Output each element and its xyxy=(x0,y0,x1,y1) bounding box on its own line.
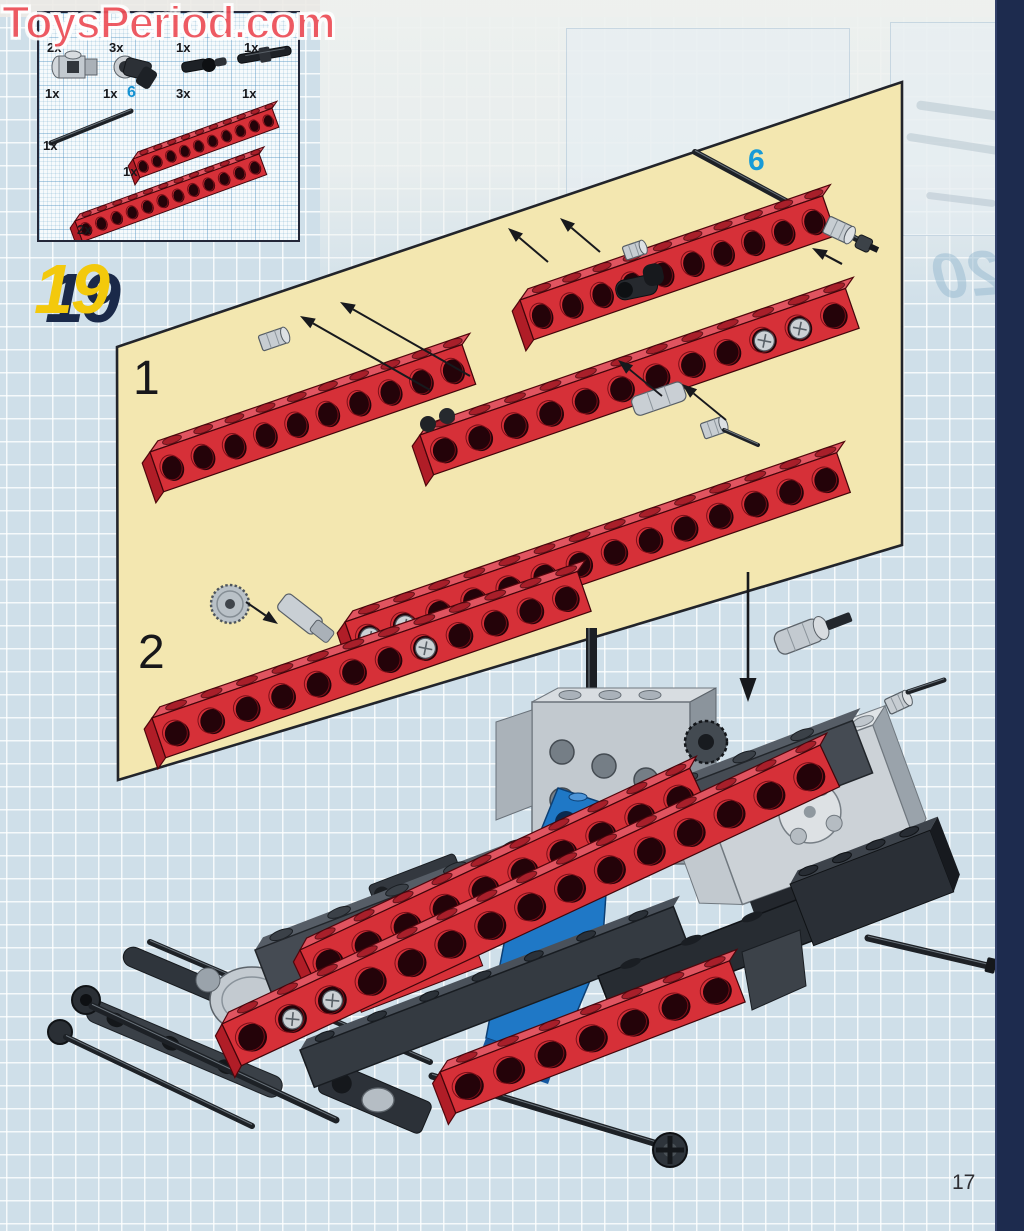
axle-length-badge: 6 xyxy=(748,144,765,177)
axle-bush xyxy=(822,216,856,245)
u-joint xyxy=(361,1087,395,1113)
axle-joiner xyxy=(631,381,687,416)
axle-bush xyxy=(257,326,291,352)
black-axle xyxy=(88,1002,340,1124)
axle-end-disc xyxy=(652,1132,688,1168)
page-edge-bar xyxy=(995,0,1024,1231)
assembly-arrow xyxy=(682,384,727,421)
dark-wedge xyxy=(741,929,807,1011)
part-brick-1x10 xyxy=(127,100,280,186)
substep-1-label: 1 xyxy=(133,352,160,405)
chassis-beam-dark xyxy=(299,895,689,1089)
assembly-arrow xyxy=(508,228,549,263)
brick-step2-a xyxy=(143,559,592,771)
black-axle xyxy=(864,934,992,970)
angle-connector xyxy=(277,593,335,643)
part-count: 1x xyxy=(242,86,257,101)
part-count: 1x xyxy=(123,164,138,179)
assembly-arrow xyxy=(300,316,431,391)
part-count: 1x xyxy=(103,86,118,101)
assembly-arrow xyxy=(618,360,663,397)
part-count: 2x xyxy=(77,222,92,237)
black-brick xyxy=(789,816,960,947)
ghost-box xyxy=(890,22,998,236)
page-number: 17 xyxy=(952,1171,976,1194)
part-count: 3x xyxy=(176,86,191,101)
axle-knob xyxy=(854,234,880,253)
part-count: 1x xyxy=(244,40,259,55)
red-beam-bottom xyxy=(431,948,746,1126)
part-cross-axle-joint xyxy=(51,50,98,79)
black-axle xyxy=(63,1034,255,1129)
part-count: 1x xyxy=(45,86,60,101)
substep-2-label: 2 xyxy=(138,626,165,679)
hinge-bit xyxy=(439,408,455,424)
brick-step1-a xyxy=(141,332,477,505)
part-count: 3x xyxy=(109,40,124,55)
part-connector-pin xyxy=(181,57,227,73)
part-brick-1x12 xyxy=(69,145,268,240)
assembly-arrow xyxy=(340,302,471,377)
part-count: 1x xyxy=(43,138,58,153)
parts-inventory-box: 2x 3x 1x 1x 1x 1x 6 3x 1x 1x 1x 2x xyxy=(37,11,300,242)
step-number: 19 xyxy=(34,250,110,328)
black-axle xyxy=(905,677,947,695)
step-panel: 1 2 6 xyxy=(115,80,904,782)
assembly-arrow xyxy=(812,248,843,265)
black-elbow-connector xyxy=(615,263,664,301)
assembly-illustration xyxy=(47,612,998,1168)
assembly-arrow xyxy=(245,601,278,624)
floating-connector xyxy=(773,612,853,655)
part-count: 1x xyxy=(176,40,191,55)
hinge-bit xyxy=(420,416,436,432)
gear-wheel xyxy=(209,583,251,625)
assembly-arrow xyxy=(560,218,601,253)
part-axle-pin xyxy=(237,45,292,64)
watermark: ToysPeriod.com xyxy=(1,0,337,48)
parts-inventory-drawing xyxy=(48,45,292,240)
black-axle xyxy=(48,108,134,146)
axle-bush xyxy=(621,239,648,261)
red-beam-front xyxy=(214,731,841,1079)
assembly-arrow xyxy=(739,572,757,702)
brick-step1-c xyxy=(411,276,860,488)
black-axle xyxy=(722,428,760,447)
part-count: 2x xyxy=(47,40,62,55)
axle-bush xyxy=(884,689,913,715)
part-angle-connector xyxy=(113,55,158,89)
axle-length-badge: 6 xyxy=(127,84,136,101)
